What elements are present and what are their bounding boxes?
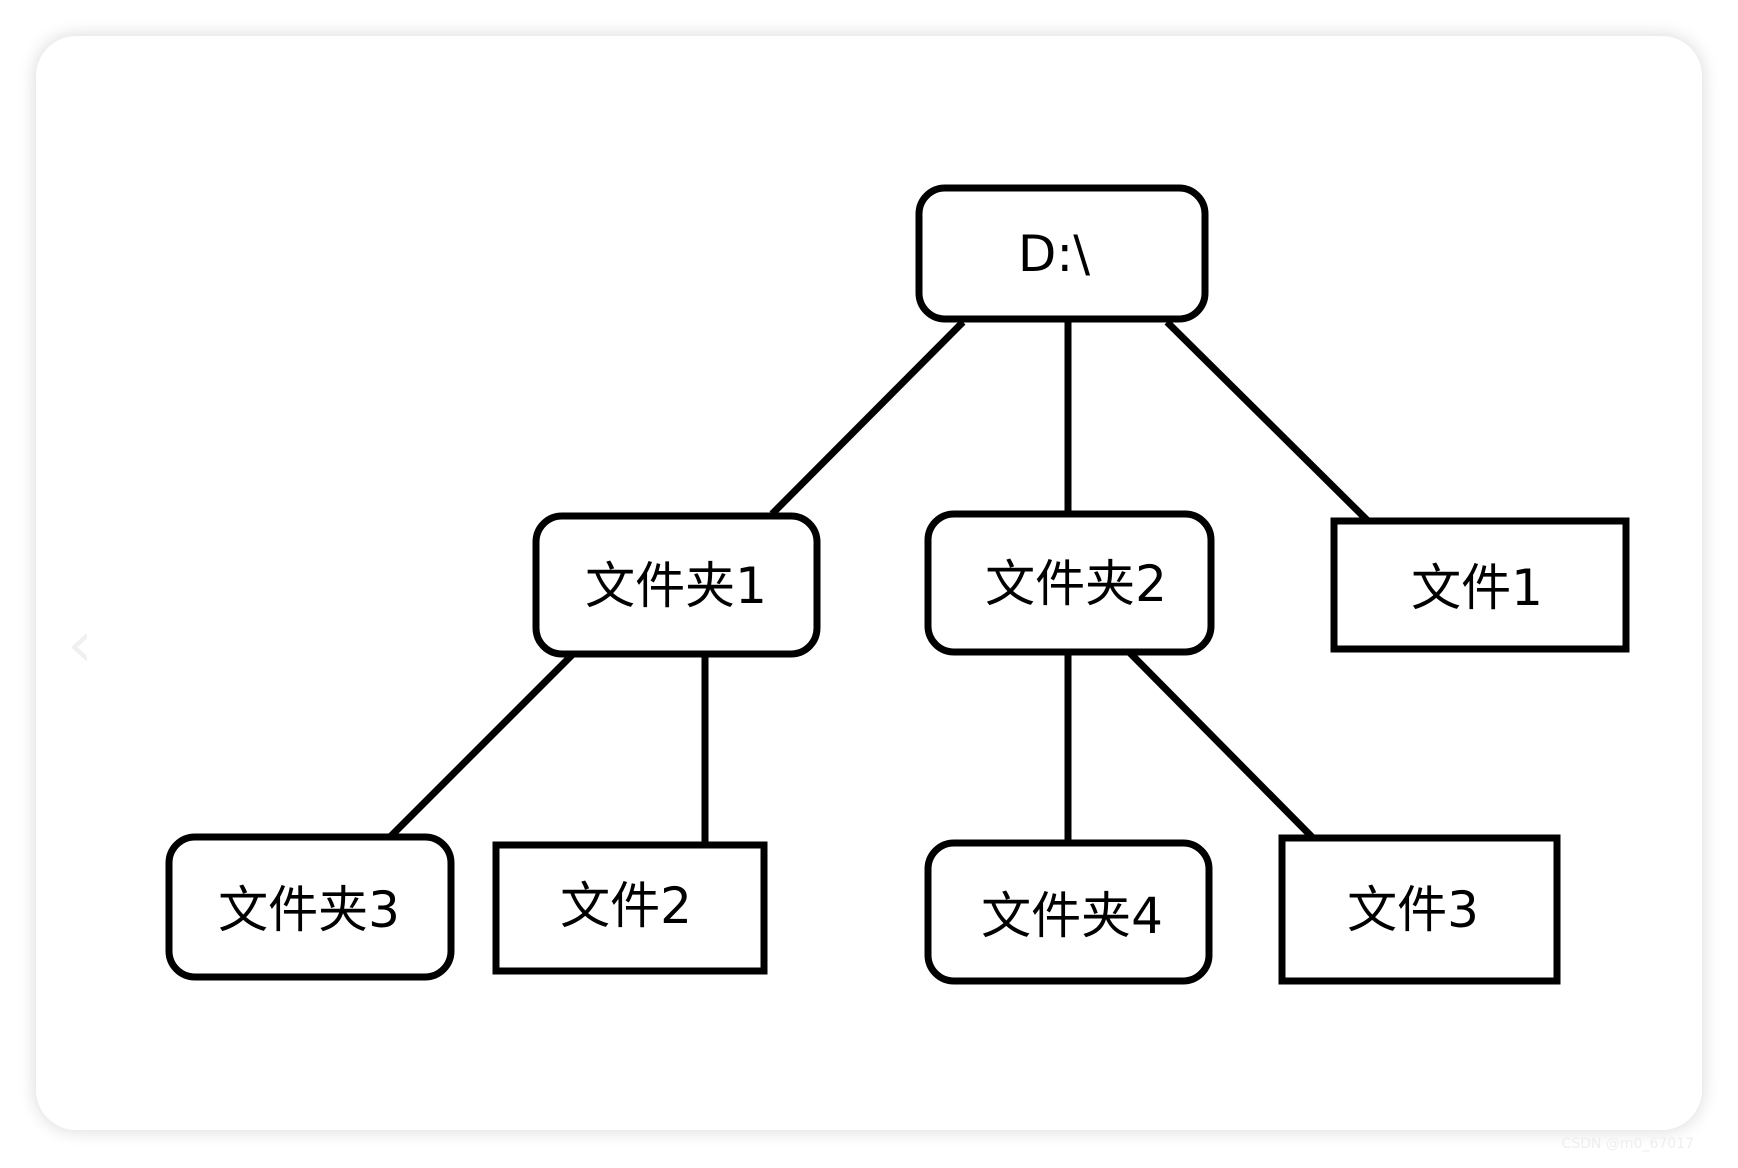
node-label: 文件3 <box>1347 881 1479 939</box>
edge-folder2-file3 <box>1127 650 1316 841</box>
node-box-rounded <box>532 512 821 658</box>
node-folder2: 文件夹2 <box>924 510 1215 656</box>
node-label: 文件夹4 <box>981 887 1163 945</box>
node-folder3: 文件夹3 <box>165 833 455 981</box>
edge-folder1-folder3 <box>387 652 575 840</box>
node-root: D:\ <box>915 184 1209 323</box>
node-box-rounded <box>915 184 1209 323</box>
chevron-left-icon[interactable]: ‹ <box>67 608 93 682</box>
node-label: 文件夹3 <box>218 881 400 939</box>
node-file3: 文件3 <box>1278 834 1561 985</box>
node-label: 文件夹2 <box>985 555 1167 613</box>
node-folder1: 文件夹1 <box>532 512 821 658</box>
node-label: D:\ <box>1018 225 1090 283</box>
node-label: 文件夹1 <box>585 557 767 615</box>
node-box-rounded <box>165 833 455 981</box>
edges <box>387 319 1371 845</box>
node-box-rect <box>492 841 768 975</box>
node-label: 文件1 <box>1411 559 1543 617</box>
node-file2: 文件2 <box>492 841 768 975</box>
node-box-rect <box>1278 834 1561 985</box>
node-folder4: 文件夹4 <box>924 839 1213 985</box>
node-box-rounded <box>924 839 1213 985</box>
edge-root-file1 <box>1164 319 1371 524</box>
node-box-rect <box>1330 517 1630 653</box>
node-box-rounded <box>924 510 1215 656</box>
watermark: CSDN @m0_67017 <box>1561 1136 1694 1152</box>
node-file1: 文件1 <box>1330 517 1630 653</box>
node-label: 文件2 <box>560 877 692 935</box>
edge-root-folder1 <box>769 319 966 517</box>
